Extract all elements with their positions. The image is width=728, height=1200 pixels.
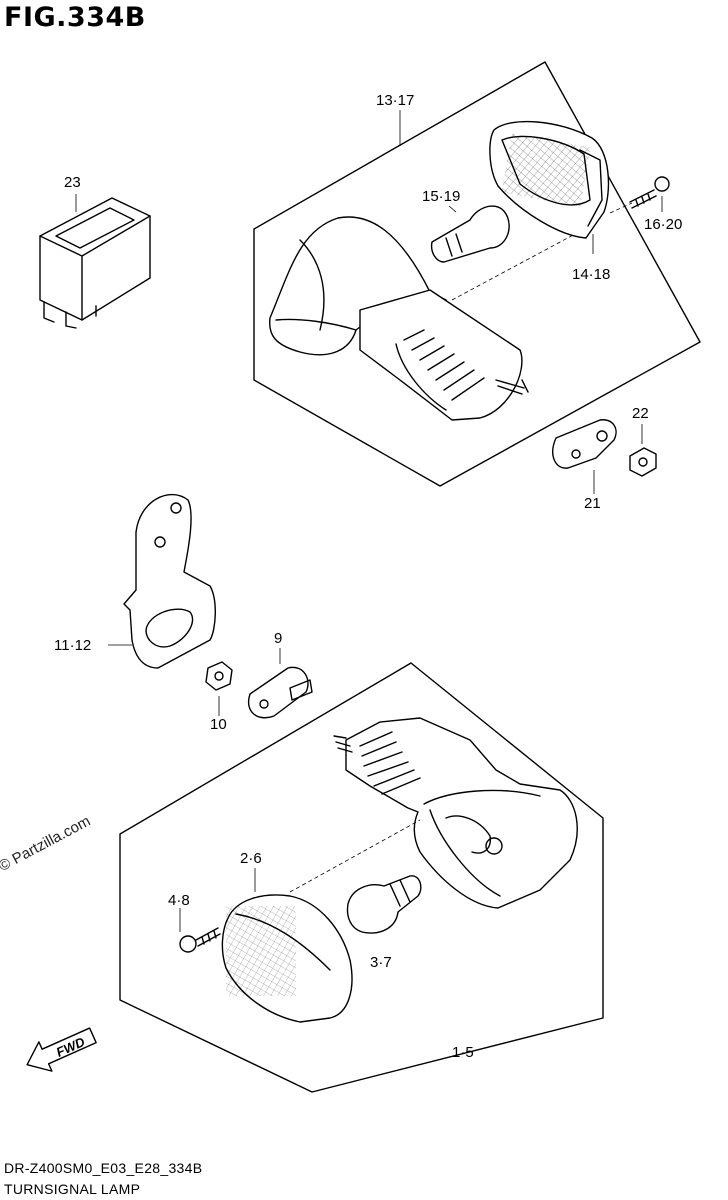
front-assembly-frame	[119, 662, 604, 1093]
front-bulb-part	[346, 875, 422, 934]
label-lens-lower: 2·6	[240, 850, 262, 867]
bracket-part	[108, 493, 216, 669]
cushion-part	[552, 419, 617, 469]
fwd-arrow-icon: FWD	[26, 1027, 97, 1072]
drawing-code: DR-Z400SM0_E03_E28_334B	[4, 1160, 203, 1176]
nut-part	[629, 447, 657, 477]
label-relay: 23	[64, 174, 81, 191]
fwd-label: FWD	[54, 1034, 88, 1060]
label-rear-lamp-assembly: 13·17	[376, 92, 415, 109]
rear-assembly-frame	[253, 61, 701, 487]
rear-screw-part	[629, 176, 670, 209]
label-washer: 10	[210, 716, 227, 733]
rear-lens-part	[489, 120, 610, 239]
washer-part	[205, 661, 233, 716]
rear-bulb-part	[430, 205, 510, 263]
label-front-lamp-assembly: 1·5	[452, 1044, 474, 1061]
front-screw-part	[179, 908, 221, 953]
rear-housing-part	[268, 216, 529, 421]
relay-part	[39, 197, 151, 329]
figure-title: FIG.334B	[4, 2, 146, 33]
front-housing-part	[333, 717, 578, 909]
label-bracket: 11·12	[54, 637, 92, 654]
label-bulb-lower: 3·7	[370, 954, 392, 971]
label-plate: 9	[274, 630, 283, 647]
front-lens-part	[221, 819, 421, 1023]
drawing-name: TURNSIGNAL LAMP	[4, 1181, 141, 1197]
label-cushion: 21	[584, 495, 601, 512]
label-lens-upper: 14·18	[572, 266, 611, 283]
plate-part	[247, 648, 313, 719]
label-bulb-upper: 15·19	[422, 188, 461, 205]
label-screw-upper: 16·20	[644, 216, 683, 233]
label-screw-lower: 4·8	[168, 892, 190, 909]
label-nut: 22	[632, 405, 649, 422]
